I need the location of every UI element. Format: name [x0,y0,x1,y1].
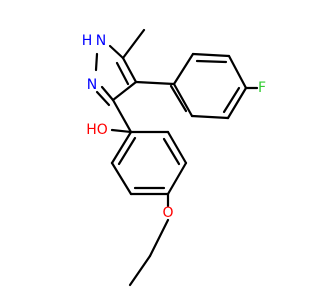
bond-c3-n2 [100,85,115,102]
hydroxyl-label: HO [86,122,108,138]
bond-b1-oh [110,128,133,134]
nh-n-label: N [96,33,106,49]
bond-c3-n2-double [95,90,111,107]
bonds [94,28,259,287]
bond-c5-c4-double [115,61,130,86]
ether-oxygen-label: O [162,205,173,221]
bond-ar6-ar1 [172,82,194,118]
bond-oether-ch2 [148,218,170,258]
atom-labels: H N N HO O F [82,33,266,221]
bond-ar2-ar3 [191,52,231,58]
structure-diagram: H N N HO O F [82,28,266,287]
bond-c5-methyl [121,28,146,60]
bond-b5-b6 [110,161,133,196]
bond-b2-b3 [166,130,188,165]
bond-c3-b1 [111,98,133,134]
pyrazole-n-label: N [87,77,97,93]
nh-h-label: H [82,33,93,49]
bond-ar4-ar5-inner [222,86,241,114]
bond-n2-n1 [94,52,99,72]
bond-b3-b4 [166,161,188,196]
bond-b6-b1-inner [117,136,137,166]
bond-ch2-ch3 [128,254,152,287]
bond-ar5-ar6 [190,114,230,120]
bond-c4-ar1 [134,80,176,86]
bond-n1-c5 [108,44,125,60]
bond-c4-c3 [111,80,138,102]
bond-b2-b3-inner [162,137,181,166]
bond-ar1-ar2 [172,52,195,86]
fluorine-label: F [258,80,266,96]
bond-ar2-ar3-inner [195,59,228,64]
bond-c5-c4 [121,56,138,84]
bond-ar6-ar1-inner [169,84,188,113]
molecule-svg: H N N HO O F [82,28,266,287]
bond-ar3-ar4 [227,54,248,90]
bond-b6-b1 [110,130,133,165]
bond-ar4-ar5 [226,86,248,120]
